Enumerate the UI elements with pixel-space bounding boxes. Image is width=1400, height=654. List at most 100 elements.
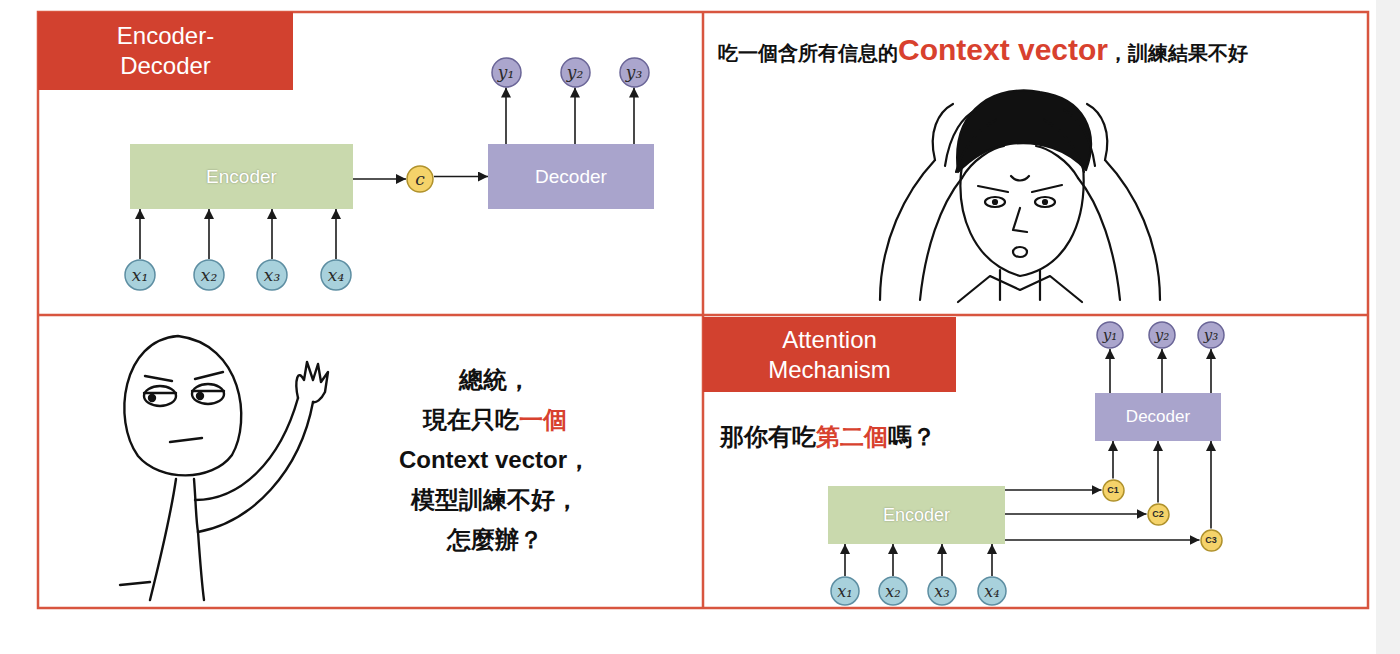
arrow-connector xyxy=(844,544,846,576)
caption-text: 嗎？ xyxy=(888,423,936,450)
worried-man-sketch xyxy=(1011,176,1029,181)
worried-man-sketch xyxy=(1044,120,1084,172)
node-label: x₂ xyxy=(885,582,900,601)
node-label: y₁ xyxy=(1103,326,1118,344)
caption-line: 現在只吃一個 xyxy=(365,400,625,440)
raised-hand-sketch xyxy=(198,532,204,600)
node-label: y₃ xyxy=(626,62,642,82)
circle-outline xyxy=(257,260,287,290)
circle-outline xyxy=(1149,322,1175,348)
raised-hand-sketch xyxy=(144,392,176,394)
caption-text: 總統， xyxy=(459,366,531,393)
caption-line: 模型訓練不好， xyxy=(365,480,625,520)
circle-outline xyxy=(1103,480,1124,501)
node-label: y₂ xyxy=(567,62,583,82)
caption-text: ，訓練結果不好 xyxy=(1108,29,1248,77)
circle-outline xyxy=(321,260,351,290)
outer-frame xyxy=(1376,0,1400,654)
node-label: c xyxy=(415,169,425,189)
arrow-connector xyxy=(335,209,337,259)
node-label: x₁ xyxy=(132,265,148,285)
context-vector: c xyxy=(406,165,434,193)
output-node: y₃ xyxy=(619,57,650,88)
circle-outline xyxy=(492,58,521,87)
worried-man-sketch xyxy=(999,270,1001,300)
caption-line: 總統， xyxy=(365,360,625,400)
worried-man-sketch xyxy=(920,178,962,300)
worried-man-sketch xyxy=(1013,247,1027,257)
raised-hand-sketch xyxy=(124,336,241,475)
input-node: x₂ xyxy=(193,259,225,291)
highlight-text: 一個 xyxy=(519,406,567,433)
raised-hand-sketch xyxy=(195,372,223,379)
raised-hand-sketch xyxy=(144,386,176,406)
arrow-connector xyxy=(1109,349,1111,393)
output-node: y₃ xyxy=(1197,321,1225,349)
circle-outline xyxy=(1148,504,1169,525)
panel-divider xyxy=(38,314,1368,317)
raised-hand-sketch xyxy=(149,395,155,401)
node-label: Encoder-Decoder xyxy=(81,21,251,81)
arrow-connector xyxy=(434,176,488,178)
worried-man-sketch xyxy=(1035,197,1055,207)
section-tag: Attention Mechanism xyxy=(703,317,956,392)
node-label: Decoder xyxy=(535,166,607,188)
circle-outline xyxy=(879,577,907,605)
arrow-connector xyxy=(505,88,507,145)
input-node: x₂ xyxy=(878,576,908,606)
worried-man-sketch xyxy=(958,276,1082,302)
circle-outline xyxy=(125,260,155,290)
raised-hand-sketch xyxy=(296,362,328,402)
encoder-box: Encoder xyxy=(130,144,353,209)
node-label: x₃ xyxy=(934,582,949,601)
arrow-connector xyxy=(1005,539,1200,541)
node-label: x₃ xyxy=(264,265,280,285)
circle-outline xyxy=(1198,322,1224,348)
worried-man-sketch xyxy=(956,120,996,172)
input-node: x₃ xyxy=(927,576,957,606)
node-label: y₃ xyxy=(1204,326,1219,344)
arrow-connector xyxy=(1210,441,1212,529)
raised-hand-sketch xyxy=(192,390,224,392)
arrow-connector xyxy=(1210,349,1212,393)
node-label: C3 xyxy=(1205,535,1217,545)
circle-outline xyxy=(928,577,956,605)
circle-outline xyxy=(1201,530,1222,551)
worried-man-sketch xyxy=(960,165,1083,276)
context-vector: C3 xyxy=(1200,529,1223,552)
circle-outline xyxy=(561,58,590,87)
node-label: Encoder xyxy=(206,166,277,188)
raised-hand-sketch xyxy=(120,582,150,585)
arrow-connector xyxy=(941,544,943,576)
circle-outline xyxy=(1097,322,1123,348)
encoder-box: Encoder xyxy=(828,486,1005,544)
node-label: C1 xyxy=(1107,485,1119,495)
node-label: Encoder xyxy=(883,505,950,526)
worried-man-sketch xyxy=(880,90,1160,302)
raised-hand-sketch xyxy=(198,402,313,532)
highlight-text: Context vector xyxy=(898,26,1108,74)
arrow-connector xyxy=(991,544,993,576)
arrow-connector xyxy=(892,544,894,576)
worried-man-sketch xyxy=(1013,208,1027,232)
worried-man-sketch xyxy=(985,197,1005,207)
arrow-connector xyxy=(1161,349,1163,393)
caption-text: 現在只吃 xyxy=(423,406,519,433)
arrow-connector xyxy=(271,209,273,259)
input-node: x₁ xyxy=(124,259,156,291)
worried-man-sketch xyxy=(978,186,1008,192)
arrow-connector xyxy=(574,88,576,145)
input-node: x₄ xyxy=(977,576,1007,606)
circle-outline xyxy=(831,577,859,605)
caption-text: 模型訓練不好， xyxy=(411,486,579,513)
output-node: y₁ xyxy=(491,57,522,88)
context-vector: C2 xyxy=(1147,503,1170,526)
worried-man-sketch xyxy=(1087,104,1107,160)
arrow-connector xyxy=(1157,441,1159,503)
circle-outline xyxy=(194,260,224,290)
caption-text: 吃一個含所有信息的 xyxy=(718,29,898,77)
output-node: y₂ xyxy=(560,57,591,88)
arrow-connector xyxy=(1005,513,1147,515)
node-label: C2 xyxy=(1152,509,1164,519)
